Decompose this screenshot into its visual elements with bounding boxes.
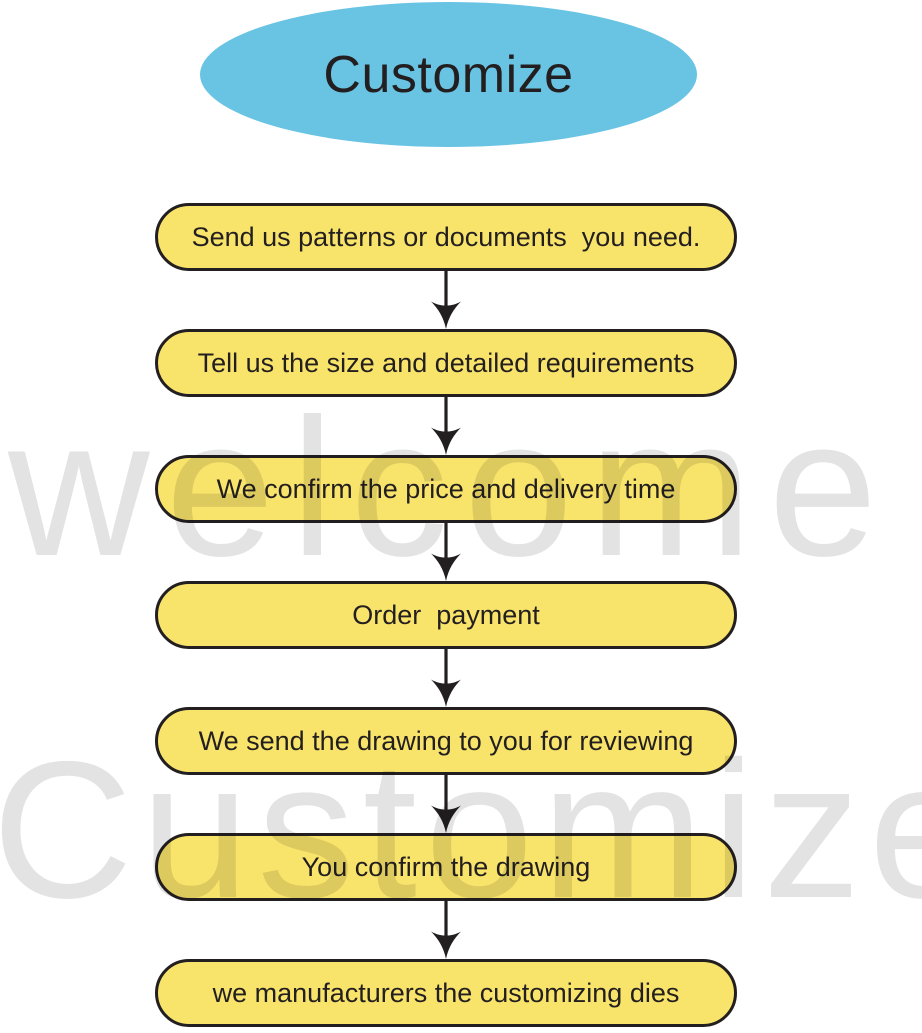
flow-step: Tell us the size and detailed requiremen… bbox=[155, 329, 737, 455]
steps-container: Send us patterns or documents you need. … bbox=[155, 203, 737, 1027]
step-label: You confirm the drawing bbox=[301, 851, 591, 882]
step-box: Send us patterns or documents you need. bbox=[155, 203, 737, 271]
step-box: You confirm the drawing bbox=[155, 833, 737, 901]
down-arrow-icon bbox=[431, 901, 461, 959]
flow-step: Send us patterns or documents you need. bbox=[155, 203, 737, 329]
down-arrow-icon bbox=[431, 397, 461, 455]
step-label: We send the drawing to you for reviewing bbox=[198, 725, 694, 756]
flow-step: We confirm the price and delivery time bbox=[155, 455, 737, 581]
step-label: we manufacturers the customizing dies bbox=[212, 977, 680, 1008]
step-box: Order payment bbox=[155, 581, 737, 649]
flowchart-title: Customize bbox=[323, 45, 574, 104]
step-box: We send the drawing to you for reviewing bbox=[155, 707, 737, 775]
step-box: We confirm the price and delivery time bbox=[155, 455, 737, 523]
step-box: we manufacturers the customizing dies bbox=[155, 959, 737, 1027]
step-label: Send us patterns or documents you need. bbox=[191, 221, 701, 252]
flow-step: Order payment bbox=[155, 581, 737, 707]
down-arrow-icon bbox=[431, 775, 461, 833]
step-box: Tell us the size and detailed requiremen… bbox=[155, 329, 737, 397]
step-label: We confirm the price and delivery time bbox=[216, 473, 676, 504]
step-label: Order payment bbox=[352, 599, 540, 630]
flow-step: You confirm the drawing bbox=[155, 833, 737, 959]
down-arrow-icon bbox=[431, 271, 461, 329]
flow-step: we manufacturers the customizing dies bbox=[155, 959, 737, 1027]
flow-step: We send the drawing to you for reviewing bbox=[155, 707, 737, 833]
down-arrow-icon bbox=[431, 523, 461, 581]
start-ellipse: Customize bbox=[200, 2, 697, 147]
step-label: Tell us the size and detailed requiremen… bbox=[197, 347, 695, 378]
down-arrow-icon bbox=[431, 649, 461, 707]
